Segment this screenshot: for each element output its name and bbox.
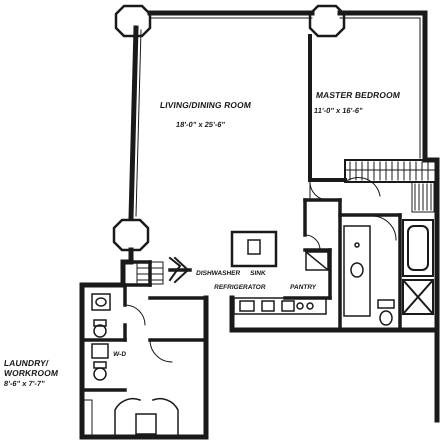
powder-room-walls	[80, 283, 152, 342]
kitchen-counter	[233, 297, 327, 315]
bath-vanity	[343, 225, 371, 317]
laundry-door-swing	[149, 339, 173, 363]
left-panel	[81, 399, 93, 438]
kitchen-island	[230, 230, 278, 268]
pantry	[304, 250, 330, 272]
entry-closet	[136, 261, 164, 285]
shower	[401, 278, 435, 316]
washer-dryer-label: W-D	[112, 351, 127, 358]
powder-sink	[91, 293, 111, 311]
window-lines	[135, 17, 421, 217]
sink-label: SINK	[249, 270, 267, 277]
bath-door-swing	[371, 215, 397, 241]
powder-toilet	[93, 319, 107, 338]
column-top-left	[114, 4, 152, 38]
living-room-name: LIVING/DINING ROOM	[159, 100, 252, 110]
powder-door-swing	[124, 304, 146, 326]
closet-side	[411, 181, 435, 213]
washer-dryer	[91, 343, 109, 381]
refrigerator-label: REFRIGERATOR	[213, 284, 267, 291]
living-room-dimensions: 18'-0" x 25'-6"	[175, 120, 226, 129]
column-mid-left	[112, 218, 150, 252]
laundry-room-name-line1: LAUNDRY/	[3, 358, 50, 368]
toilet-master	[377, 299, 395, 326]
kitchen-sink	[247, 239, 261, 255]
closet-shelving	[349, 161, 429, 181]
bath-walls	[303, 198, 402, 332]
exterior-walls	[79, 10, 440, 440]
master-bedroom-dimensions: 11'-0" x 16'-6"	[313, 106, 364, 115]
dishwasher-label: DISHWASHER	[195, 270, 241, 277]
laundry-room-name-line2: WORKROOM	[3, 368, 59, 378]
master-bedroom-name: MASTER BEDROOM	[315, 90, 401, 100]
laundry-room-dimensions: 8'-6" x 7'-7"	[3, 379, 46, 388]
closet	[344, 159, 438, 183]
bathtub	[402, 219, 434, 277]
pantry-label: PANTRY	[289, 284, 317, 291]
bottom-closet-doors	[114, 397, 179, 438]
laundry-walls	[80, 338, 208, 392]
column-top-right	[308, 4, 346, 38]
master-bedroom-walls	[308, 34, 347, 182]
pantry-door-swing	[304, 234, 321, 251]
entry-arrow	[168, 256, 190, 284]
